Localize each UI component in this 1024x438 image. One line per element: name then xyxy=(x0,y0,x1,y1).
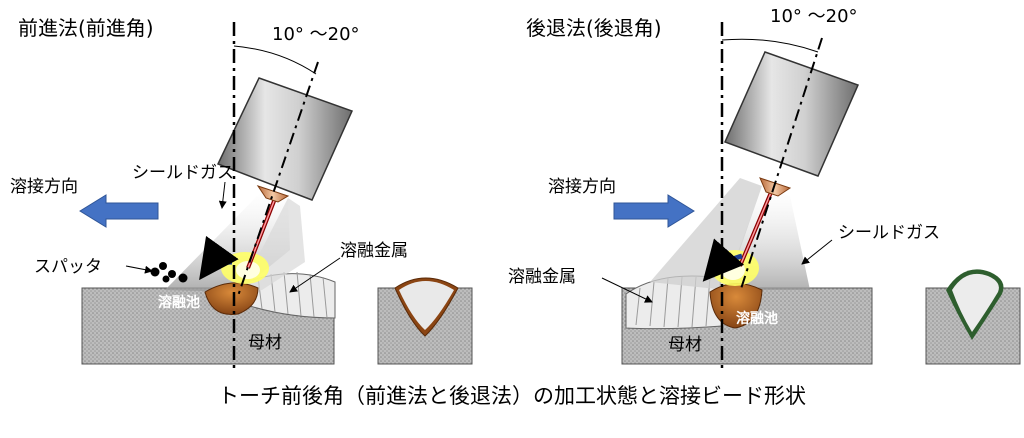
left-title: 前進法(前進角) xyxy=(18,16,154,40)
right-angle-label: 10° ～20° xyxy=(770,6,858,27)
right-shield-gas-label: シールドガス xyxy=(838,223,940,243)
left-spatter-label: スパッタ xyxy=(34,257,102,277)
right-diagram xyxy=(601,22,1021,372)
right-direction-label: 溶接方向 xyxy=(548,177,616,197)
right-base-metal-label: 母材 xyxy=(668,335,702,355)
left-contact-tip xyxy=(256,185,290,203)
right-contact-tip xyxy=(759,177,792,197)
left-molten-metal-label: 溶融金属 xyxy=(340,241,408,261)
right-direction-arrow xyxy=(613,194,695,228)
left-torch-nozzle xyxy=(216,77,354,201)
right-title: 後退法(後退角) xyxy=(526,16,662,40)
left-shield-gas-label: シールドガス xyxy=(132,163,234,183)
left-weld-pool-label: 溶融池 xyxy=(158,295,200,311)
left-base-metal-label: 母材 xyxy=(248,333,282,353)
right-molten-metal-label: 溶融金属 xyxy=(508,267,576,287)
left-direction-label: 溶接方向 xyxy=(10,177,78,197)
right-weld-pool-label: 溶融池 xyxy=(736,311,778,327)
right-torch-nozzle xyxy=(723,51,860,177)
left-angle-label: 10° ～20° xyxy=(272,24,360,45)
left-weld-pool xyxy=(204,282,259,316)
left-diagram xyxy=(79,22,473,372)
figure-caption: トーチ前後角（前進法と後退法）の加工状態と溶接ビード形状 xyxy=(218,384,806,408)
left-direction-arrow xyxy=(79,194,159,228)
